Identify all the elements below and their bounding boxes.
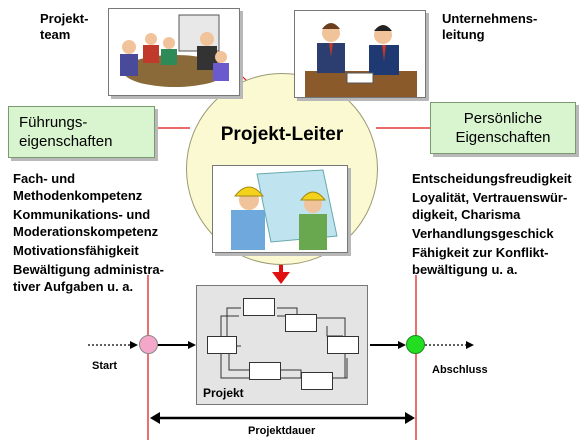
start-dot [139, 335, 158, 354]
leadership-box: Führungs- eigenschaften [8, 106, 155, 158]
duration-label: Projektdauer [248, 425, 316, 437]
leadership-item: Fach- und Methodenkompetenz [13, 171, 143, 203]
leadership-item: Bewältigung administra- tiver Aufgaben u… [13, 262, 164, 294]
personal-item: Fähigkeit zur Konflikt- bewältigung u. a… [412, 245, 549, 277]
task-node [301, 372, 333, 390]
leader-image [212, 165, 348, 253]
meeting-illustration [120, 14, 229, 87]
end-label: Abschluss [432, 364, 488, 376]
task-node [327, 336, 359, 354]
task-node [207, 336, 237, 354]
management-illustration [305, 23, 417, 97]
project-team-image [108, 8, 240, 96]
task-node [249, 362, 281, 380]
project-team-label: Projekt- team [40, 11, 89, 42]
personal-list: Entscheidungsfreudigkeit Loyalität, Vert… [412, 170, 588, 280]
leadership-item: Motivationsfähigkeit [13, 243, 139, 258]
construction-workers-illustration [231, 169, 338, 250]
start-label: Start [92, 360, 118, 372]
task-node [243, 298, 275, 316]
leader-title: Projekt-Leiter [220, 124, 344, 145]
project-box: Projekt [196, 285, 368, 405]
personal-box-text: Persönliche Eigenschaften [455, 110, 551, 146]
personal-box: Persönliche Eigenschaften [430, 102, 576, 154]
leadership-item: Kommunikations- und Moderationskompetenz [13, 207, 159, 239]
personal-item: Entscheidungsfreudigkeit [412, 171, 572, 186]
leadership-box-text: Führungs- eigenschaften [19, 114, 113, 150]
leadership-list: Fach- und Methodenkompetenz Kommunikatio… [13, 170, 193, 297]
management-label: Unternehmens- leitung [442, 11, 538, 42]
end-dot [406, 335, 425, 354]
task-node [285, 314, 317, 332]
personal-item: Loyalität, Vertrauenswür- digkeit, Chari… [412, 190, 568, 222]
management-image [294, 10, 426, 98]
project-label: Projekt [203, 386, 244, 400]
personal-item: Verhandlungsgeschick [412, 226, 554, 241]
